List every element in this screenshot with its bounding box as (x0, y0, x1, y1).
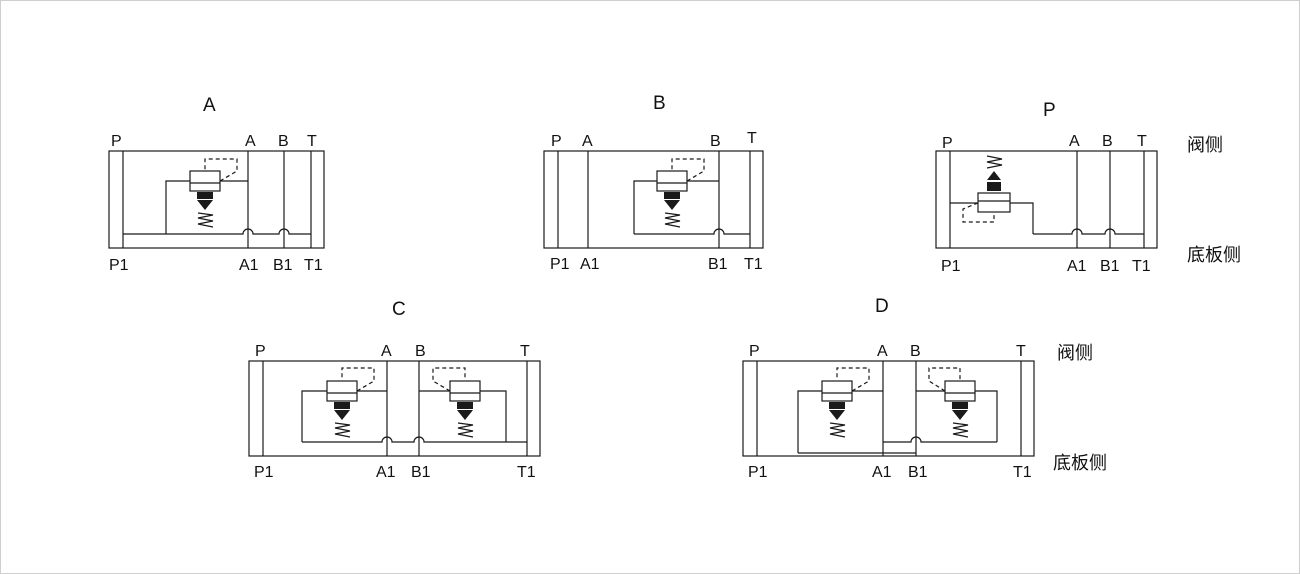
port-a1: A1 (1067, 258, 1087, 275)
base-side-label: 底板侧 (1053, 453, 1107, 474)
base-side-label: 底板侧 (1187, 245, 1241, 266)
port-a: A (245, 133, 256, 150)
relief-valve-a (165, 158, 248, 234)
port-b: B (710, 133, 721, 150)
port-t1: T1 (1132, 258, 1151, 275)
port-t1: T1 (744, 256, 763, 273)
port-a1: A1 (872, 464, 892, 481)
diagram-a-title: A (203, 95, 216, 116)
diagram-d-title: D (875, 296, 889, 317)
port-b1: B1 (411, 464, 431, 481)
port-p: P (749, 343, 760, 360)
valve-body-p (935, 150, 1158, 249)
relief-valve-d-left (797, 367, 883, 453)
port-p1: P1 (254, 464, 274, 481)
diagram-b-title: B (653, 93, 666, 114)
port-t1: T1 (304, 257, 323, 274)
diagram-p: P P A B T P1 A1 B1 T1 (935, 100, 1158, 275)
port-b: B (910, 343, 921, 360)
diagram-d: D P A B T P1 A1 B1 T1 (742, 296, 1035, 481)
diagram-b: B P A B T P1 A1 B1 T1 (543, 93, 764, 273)
valve-body-c (248, 360, 541, 457)
port-a1: A1 (376, 464, 396, 481)
port-t1: T1 (517, 464, 536, 481)
relief-valve-b (633, 158, 719, 234)
valve-body-a (108, 150, 325, 249)
relief-valve-p (950, 155, 1034, 234)
port-t: T (1016, 343, 1026, 360)
diagram-p-title: P (1043, 100, 1056, 121)
port-p: P (551, 133, 562, 150)
port-p1: P1 (748, 464, 768, 481)
valve-side-label: 阀侧 (1187, 135, 1223, 156)
port-a: A (877, 343, 888, 360)
relief-valve-c-left (301, 367, 387, 442)
port-t: T (1137, 133, 1147, 150)
relief-valve-d-right (916, 367, 998, 442)
port-t: T (520, 343, 530, 360)
port-p1: P1 (941, 258, 961, 275)
diagram-c-title: C (392, 299, 406, 320)
port-b: B (1102, 133, 1113, 150)
diagram-c: C P A B T P1 A1 B1 T1 (248, 299, 541, 481)
port-a1: A1 (580, 256, 600, 273)
valve-side-label: 阀侧 (1057, 343, 1093, 364)
port-b1: B1 (708, 256, 728, 273)
port-t: T (747, 130, 757, 147)
port-b: B (278, 133, 289, 150)
relief-valve-c-right (419, 367, 507, 442)
port-b1: B1 (908, 464, 928, 481)
diagram-a: A P A B T P1 A1 B1 T1 (108, 95, 325, 274)
port-p: P (111, 133, 122, 150)
port-t: T (307, 133, 317, 150)
valve-body-d (742, 360, 1035, 457)
port-b: B (415, 343, 426, 360)
valve-body-b (543, 150, 764, 249)
port-t1: T1 (1013, 464, 1032, 481)
port-a: A (381, 343, 392, 360)
port-a: A (1069, 133, 1080, 150)
port-a1: A1 (239, 257, 259, 274)
port-b1: B1 (273, 257, 293, 274)
port-p1: P1 (109, 257, 129, 274)
port-a: A (582, 133, 593, 150)
port-b1: B1 (1100, 258, 1120, 275)
port-p1: P1 (550, 256, 570, 273)
port-p: P (255, 343, 266, 360)
port-p: P (942, 135, 953, 152)
